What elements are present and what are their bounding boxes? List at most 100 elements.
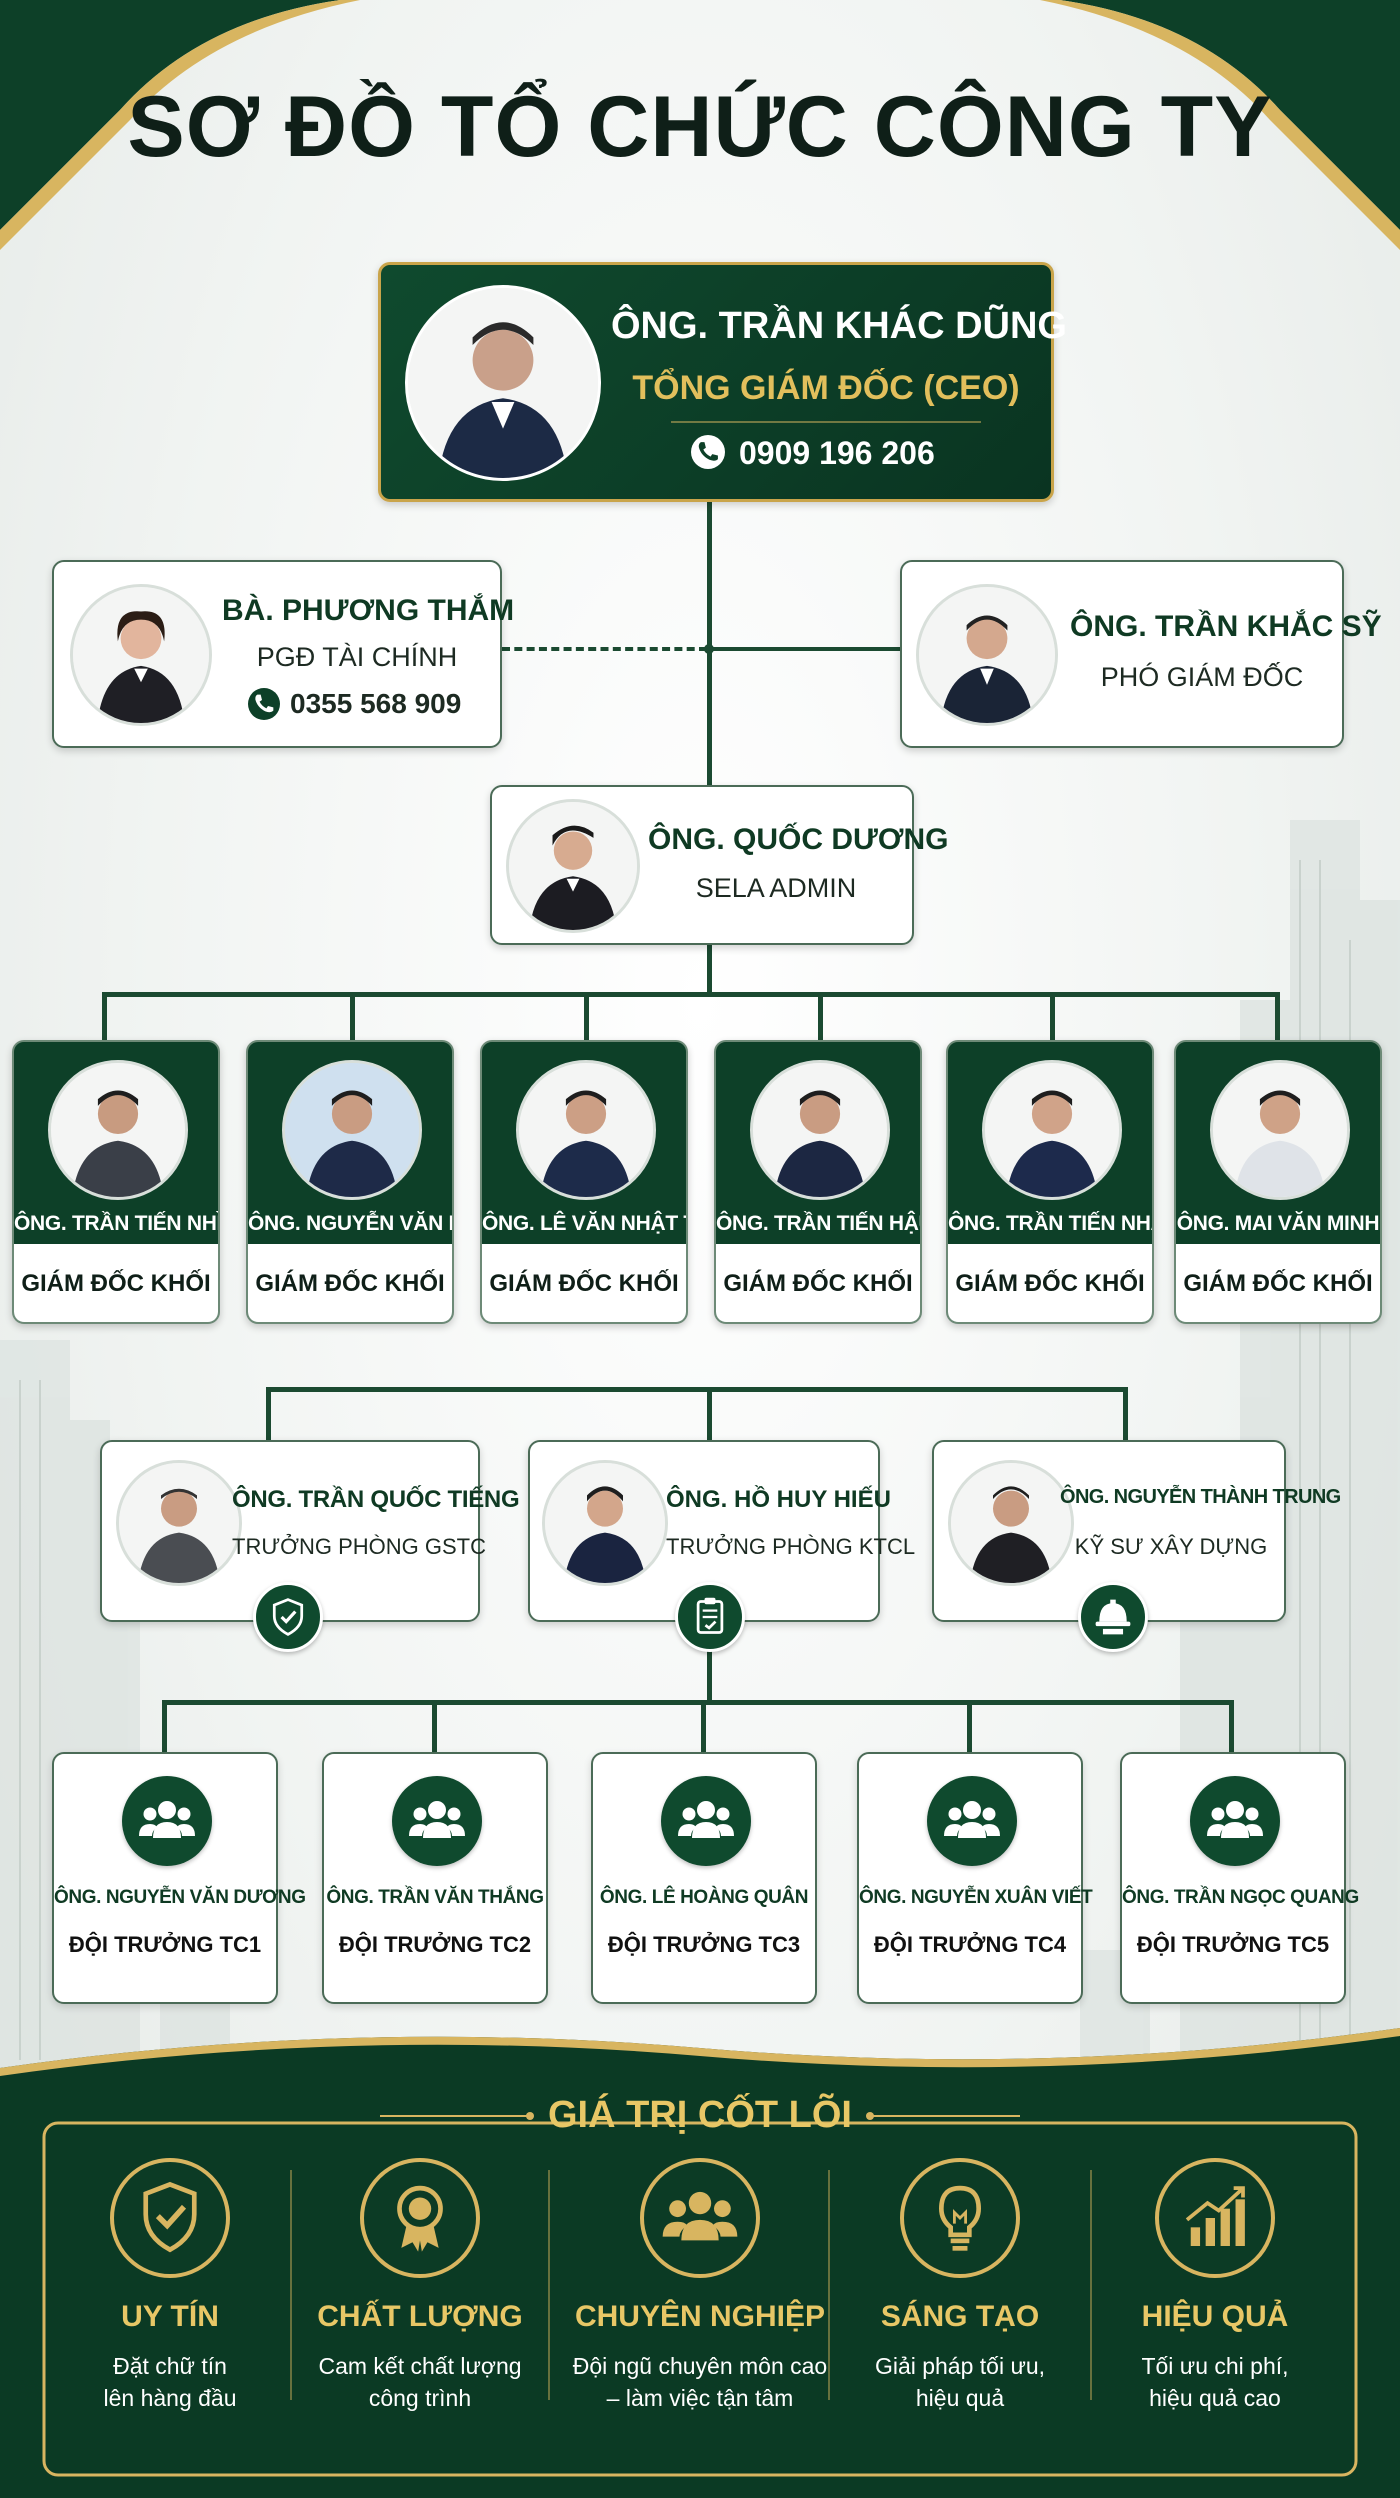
core-value-desc: Đội ngũ chuyên môn cao bbox=[572, 2353, 828, 2379]
block-director-card: ÔNG. LÊ VĂN NHẬT TÂM GIÁM ĐỐC KHỐI bbox=[480, 1040, 688, 1324]
admin-card: ÔNG. QUỐC DƯƠNG SELA ADMIN bbox=[490, 785, 949, 945]
connector-team-2 bbox=[432, 1700, 437, 1754]
block-director-name: ÔNG. NGUYỄN VĂN LUYỆN bbox=[248, 1212, 452, 1235]
core-value-desc: hiệu quả bbox=[915, 2385, 1005, 2411]
team-leader-name: ÔNG. TRẦN VĂN THẮNG bbox=[326, 1887, 544, 1908]
deputy-role: PHÓ GIÁM ĐỐC bbox=[1100, 662, 1304, 692]
ceo-name: ÔNG. TRẦN KHÁC DŨNG bbox=[611, 305, 1067, 347]
team-icon bbox=[1190, 1776, 1280, 1866]
block-director-role: GIÁM ĐỐC KHỐI bbox=[489, 1270, 679, 1297]
connector-dept-1 bbox=[266, 1387, 271, 1443]
growth-chart-icon bbox=[1155, 2158, 1275, 2278]
department-avatar bbox=[948, 1460, 1074, 1586]
block-avatar bbox=[48, 1060, 188, 1200]
department-role: TRƯỞNG PHÒNG KTCL bbox=[666, 1534, 916, 1559]
block-avatar bbox=[1210, 1060, 1350, 1200]
quality-badge-icon bbox=[360, 2158, 480, 2278]
connector-dept-2 bbox=[707, 1387, 712, 1443]
core-value-item: CHẤT LƯỢNG Cam kết chất lượng công trình bbox=[290, 2158, 550, 2438]
team-leader-card: ÔNG. NGUYỄN XUÂN VIẾT ĐỘI TRƯỞNG TC4 bbox=[857, 1752, 1093, 2004]
core-value-desc: Cam kết chất lượng bbox=[318, 2353, 522, 2379]
connector-team-5 bbox=[1229, 1700, 1234, 1754]
team-icon bbox=[122, 1776, 212, 1866]
page-title: SƠ ĐỒ TỔ CHỨC CÔNG TY bbox=[127, 79, 1273, 175]
team-leader-role: ĐỘI TRƯỞNG TC2 bbox=[338, 1932, 532, 1957]
connector-dept-bar bbox=[266, 1387, 1128, 1392]
team-leader-role: ĐỘI TRƯỞNG TC4 bbox=[873, 1932, 1067, 1957]
team-leader-card: ÔNG. NGUYỄN VĂN DƯƠNG ĐỘI TRƯỞNG TC1 bbox=[52, 1752, 306, 2004]
ceo-avatar bbox=[405, 285, 601, 481]
deputy-avatar bbox=[916, 584, 1058, 726]
core-value-desc: công trình bbox=[368, 2385, 472, 2411]
block-director-card: ÔNG. NGUYỄN VĂN LUYỆN GIÁM ĐỐC KHỐI bbox=[246, 1040, 454, 1324]
connector-blocks-bar bbox=[102, 992, 1280, 997]
block-avatar bbox=[982, 1060, 1122, 1200]
core-value-title: SÁNG TẠO bbox=[880, 2300, 1040, 2333]
finance-card: BÀ. PHƯƠNG THẮM PGĐ TÀI CHÍNH 0355 568 9… bbox=[52, 560, 515, 748]
connector-dept-3 bbox=[1123, 1387, 1128, 1443]
block-director-name: ÔNG. MAI VĂN MINH bbox=[1176, 1212, 1380, 1235]
admin-avatar bbox=[506, 799, 640, 933]
block-avatar bbox=[750, 1060, 890, 1200]
connector-block-1 bbox=[102, 992, 107, 1042]
deputy-card: ÔNG. TRẦN KHẮC SỸ PHÓ GIÁM ĐỐC bbox=[900, 560, 1382, 748]
finance-role: PGĐ TÀI CHÍNH bbox=[256, 642, 458, 672]
phone-icon bbox=[691, 435, 725, 469]
block-director-card: ÔNG. MAI VĂN MINH GIÁM ĐỐC KHỐI bbox=[1174, 1040, 1382, 1324]
team-leader-role: ĐỘI TRƯỞNG TC1 bbox=[68, 1932, 262, 1957]
ceo-phone[interactable]: 0909 196 206 bbox=[739, 435, 935, 471]
connector-block-2 bbox=[350, 992, 355, 1042]
core-value-title: CHẤT LƯỢNG bbox=[317, 2300, 523, 2333]
core-value-title: UY TÍN bbox=[121, 2300, 219, 2333]
shield-check-icon bbox=[253, 1582, 323, 1652]
ceo-role: TỔNG GIÁM ĐỐC (CEO) bbox=[632, 369, 1020, 407]
team-leader-name: ÔNG. NGUYỄN XUÂN VIẾT bbox=[859, 1887, 1093, 1908]
connector-admin-down bbox=[707, 944, 712, 996]
team-leader-card: ÔNG. TRẦN NGỌC QUANG ĐỘI TRƯỞNG TC5 bbox=[1120, 1752, 1359, 2004]
connector-block-6 bbox=[1275, 992, 1280, 1042]
team-leader-name: ÔNG. LÊ HOÀNG QUÂN bbox=[599, 1887, 809, 1908]
team-leader-card: ÔNG. LÊ HOÀNG QUÂN ĐỘI TRƯỞNG TC3 bbox=[591, 1752, 817, 2004]
block-director-name: ÔNG. TRẦN TIẾN NHẤT bbox=[948, 1212, 1152, 1235]
team-leader-role: ĐỘI TRƯỞNG TC5 bbox=[1136, 1932, 1330, 1957]
team-leader-name: ÔNG. NGUYỄN VĂN DƯƠNG bbox=[54, 1887, 306, 1908]
team-leader-name: ÔNG. TRẦN NGỌC QUANG bbox=[1122, 1887, 1359, 1908]
engineer-helmet-icon bbox=[1078, 1582, 1148, 1652]
finance-name: BÀ. PHƯƠNG THẮM bbox=[222, 594, 515, 627]
connector-finance-dashed bbox=[502, 647, 707, 651]
finance-phone[interactable]: 0355 568 909 bbox=[290, 688, 462, 719]
connector-deputy bbox=[712, 647, 902, 651]
connector-team-4 bbox=[967, 1700, 972, 1754]
ceo-divider bbox=[671, 421, 981, 423]
connector-block-3 bbox=[584, 992, 589, 1042]
core-value-desc: Tối ưu chi phí, bbox=[1141, 2353, 1289, 2379]
core-value-title: HIỆU QUẢ bbox=[1141, 2300, 1289, 2333]
department-role: TRƯỞNG PHÒNG GSTC bbox=[232, 1534, 486, 1559]
block-director-role: GIÁM ĐỐC KHỐI bbox=[21, 1270, 211, 1297]
core-value-desc: hiệu quả cao bbox=[1149, 2385, 1281, 2411]
connector-node bbox=[704, 644, 714, 654]
team-leader-role: ĐỘI TRƯỞNG TC3 bbox=[607, 1932, 801, 1957]
phone-icon bbox=[248, 688, 280, 720]
department-card: ÔNG. TRẦN QUỐC TIẾNG TRƯỞNG PHÒNG GSTC bbox=[100, 1440, 520, 1622]
block-avatar bbox=[282, 1060, 422, 1200]
department-avatar bbox=[542, 1460, 668, 1586]
team-icon bbox=[661, 1776, 751, 1866]
connector-team-1 bbox=[162, 1700, 167, 1754]
block-director-card: ÔNG. TRẦN TIẾN HẬU GIÁM ĐỐC KHỐI bbox=[714, 1040, 922, 1324]
block-director-name: ÔNG. TRẦN TIẾN HẬU bbox=[716, 1212, 922, 1235]
shield-check-icon bbox=[110, 2158, 230, 2278]
block-director-role: GIÁM ĐỐC KHỐI bbox=[1183, 1270, 1373, 1297]
core-value-desc: lên hàng đầu bbox=[103, 2385, 237, 2411]
department-name: ÔNG. TRẦN QUỐC TIẾNG bbox=[232, 1486, 520, 1513]
team-icon bbox=[640, 2158, 760, 2278]
core-value-item: CHUYÊN NGHIỆP Đội ngũ chuyên môn cao – là… bbox=[560, 2158, 840, 2438]
block-director-role: GIÁM ĐỐC KHỐI bbox=[955, 1270, 1145, 1297]
core-value-item: HIỆU QUẢ Tối ưu chi phí, hiệu quả cao bbox=[1085, 2158, 1345, 2438]
core-value-title: CHUYÊN NGHIỆP bbox=[574, 2300, 826, 2333]
admin-name: ÔNG. QUỐC DƯƠNG bbox=[648, 823, 949, 856]
block-avatar bbox=[516, 1060, 656, 1200]
core-value-desc: – làm việc tận tâm bbox=[606, 2385, 794, 2411]
